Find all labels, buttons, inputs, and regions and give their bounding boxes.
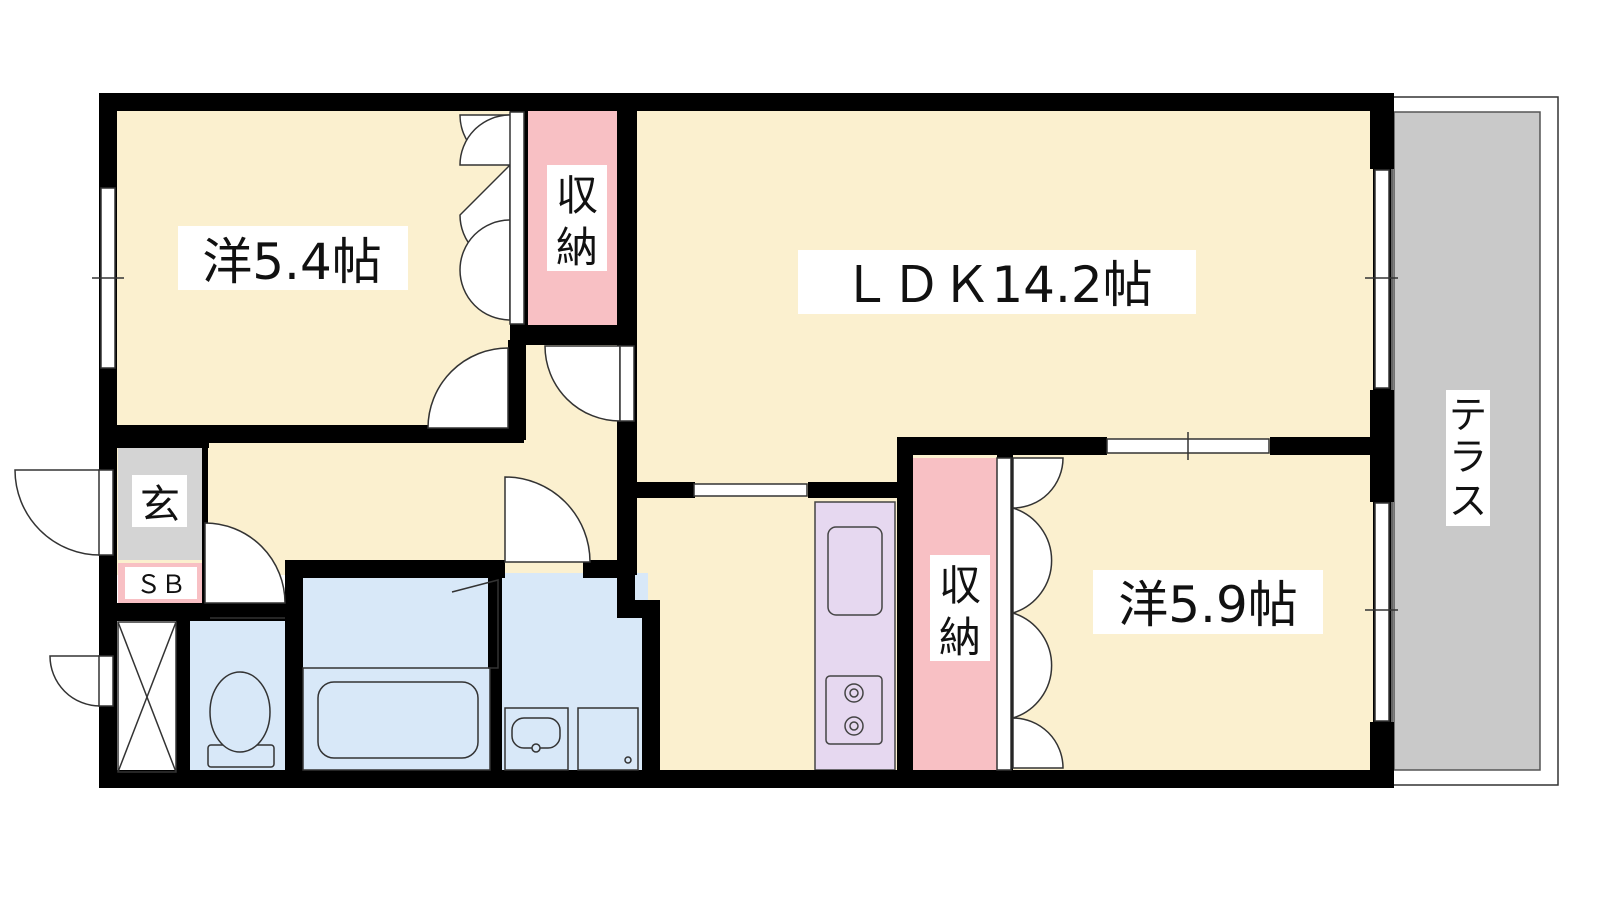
storage-1-label-bottom: 納 [556,223,598,272]
door-room1 [427,347,509,429]
terrace-label-2: ラ [1449,435,1487,479]
room-label-ldk: ＬＤＫ14.2帖 [841,256,1152,314]
entrance-label: 玄 [140,482,180,528]
washbasin-icon [504,707,569,771]
room-label-western-2: 洋5.9帖 [1118,576,1298,634]
bathtub-icon [302,667,491,771]
stove-icon [825,675,883,745]
toilet-icon [207,671,275,768]
curtain-line [451,579,499,669]
window-room2-right [1374,502,1390,722]
washing-machine-icon [577,707,639,771]
door-outside [49,655,101,707]
door-hall [204,522,286,604]
window-ldk-right [1374,169,1390,389]
door-front [14,469,101,556]
closet-x [117,621,177,773]
terrace-label-1: テ [1449,393,1487,437]
storage-2-label-bottom: 納 [939,613,981,662]
door-bath [504,476,591,563]
door-ldk [544,345,621,422]
doors [14,111,1064,771]
window-kitchen [693,483,808,497]
sink [827,526,883,616]
storage-1-label-top: 収 [556,171,598,220]
storage-2-label-top: 収 [939,561,981,610]
room-label-western-1: 洋5.4帖 [202,233,382,291]
shoe-box-label: ＳＢ [136,570,186,599]
window-tick-marks [92,277,1398,611]
terrace-label-3: ス [1449,479,1487,523]
